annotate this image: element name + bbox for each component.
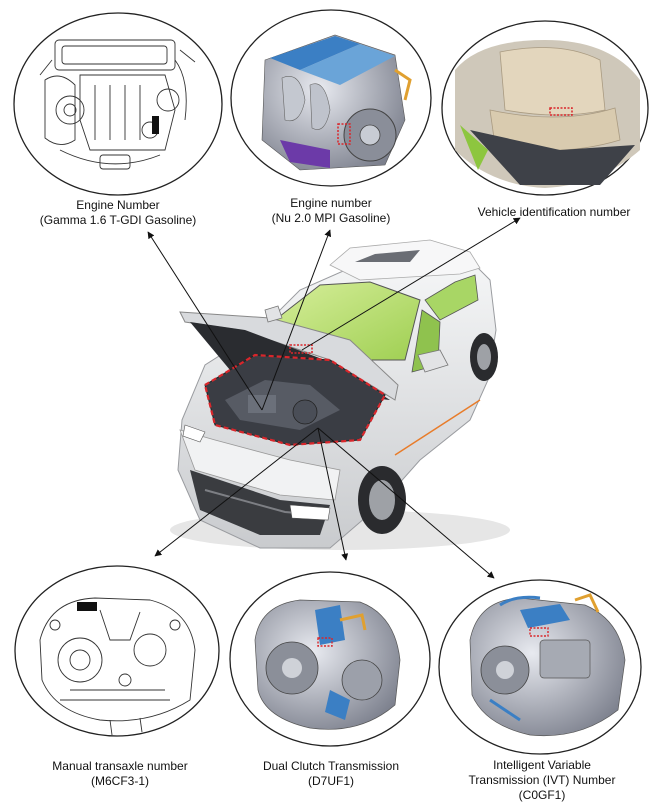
callout-engine-gamma	[13, 12, 223, 196]
label-ivt-line1: Intelligent Variable	[493, 758, 591, 772]
label-engine-nu-line2: (Nu 2.0 MPI Gasoline)	[271, 211, 391, 225]
car-illustration	[170, 239, 510, 550]
label-engine-gamma: Engine Number (Gamma 1.6 T-GDI Gasoline)	[18, 198, 218, 228]
label-engine-nu: Engine number (Nu 2.0 MPI Gasoline)	[231, 196, 431, 226]
callout-ivt	[438, 579, 642, 755]
label-manual: Manual transaxle number (M6CF3-1)	[20, 759, 220, 789]
label-manual-line1: Manual transaxle number	[52, 759, 188, 773]
label-manual-line2: (M6CF3-1)	[90, 774, 149, 788]
transaxle-line-drawing	[39, 597, 196, 736]
arrow-vin	[301, 217, 521, 351]
engine-color-render	[261, 34, 412, 171]
transaxle-number-marker	[77, 602, 97, 611]
arrow-ivt	[317, 427, 495, 579]
label-vin-line1: Vehicle identification number	[477, 205, 631, 219]
arrow-engine-gamma	[147, 231, 263, 411]
label-dct-line2: (D7UF1)	[307, 774, 354, 788]
callout-engine-nu	[230, 9, 432, 187]
callout-dct	[229, 571, 431, 747]
callout-manual	[14, 565, 220, 737]
ivt-color-render	[469, 593, 626, 736]
arrow-dct	[317, 427, 349, 561]
engine-number-marker	[152, 116, 159, 134]
label-dct-line1: Dual Clutch Transmission	[262, 759, 400, 773]
label-ivt-line3: (C0GF1)	[518, 788, 566, 802]
arrow-manual	[154, 427, 319, 557]
label-engine-gamma-line1: Engine Number	[76, 198, 160, 212]
dct-color-render	[254, 599, 401, 730]
arrows	[147, 217, 521, 579]
label-engine-nu-line1: Engine number	[290, 196, 372, 210]
label-ivt-line2: Transmission (IVT) Number	[468, 773, 616, 787]
label-vin: Vehicle identification number	[454, 205, 654, 220]
label-dct: Dual Clutch Transmission (D7UF1)	[231, 759, 431, 789]
arrow-engine-nu	[261, 229, 332, 411]
seat-floor-photo	[455, 40, 640, 188]
label-ivt: Intelligent Variable Transmission (IVT) …	[442, 758, 642, 803]
label-engine-gamma-line2: (Gamma 1.6 T-GDI Gasoline)	[39, 213, 197, 227]
callout-vin	[441, 20, 649, 196]
engine-line-drawing	[39, 39, 196, 170]
